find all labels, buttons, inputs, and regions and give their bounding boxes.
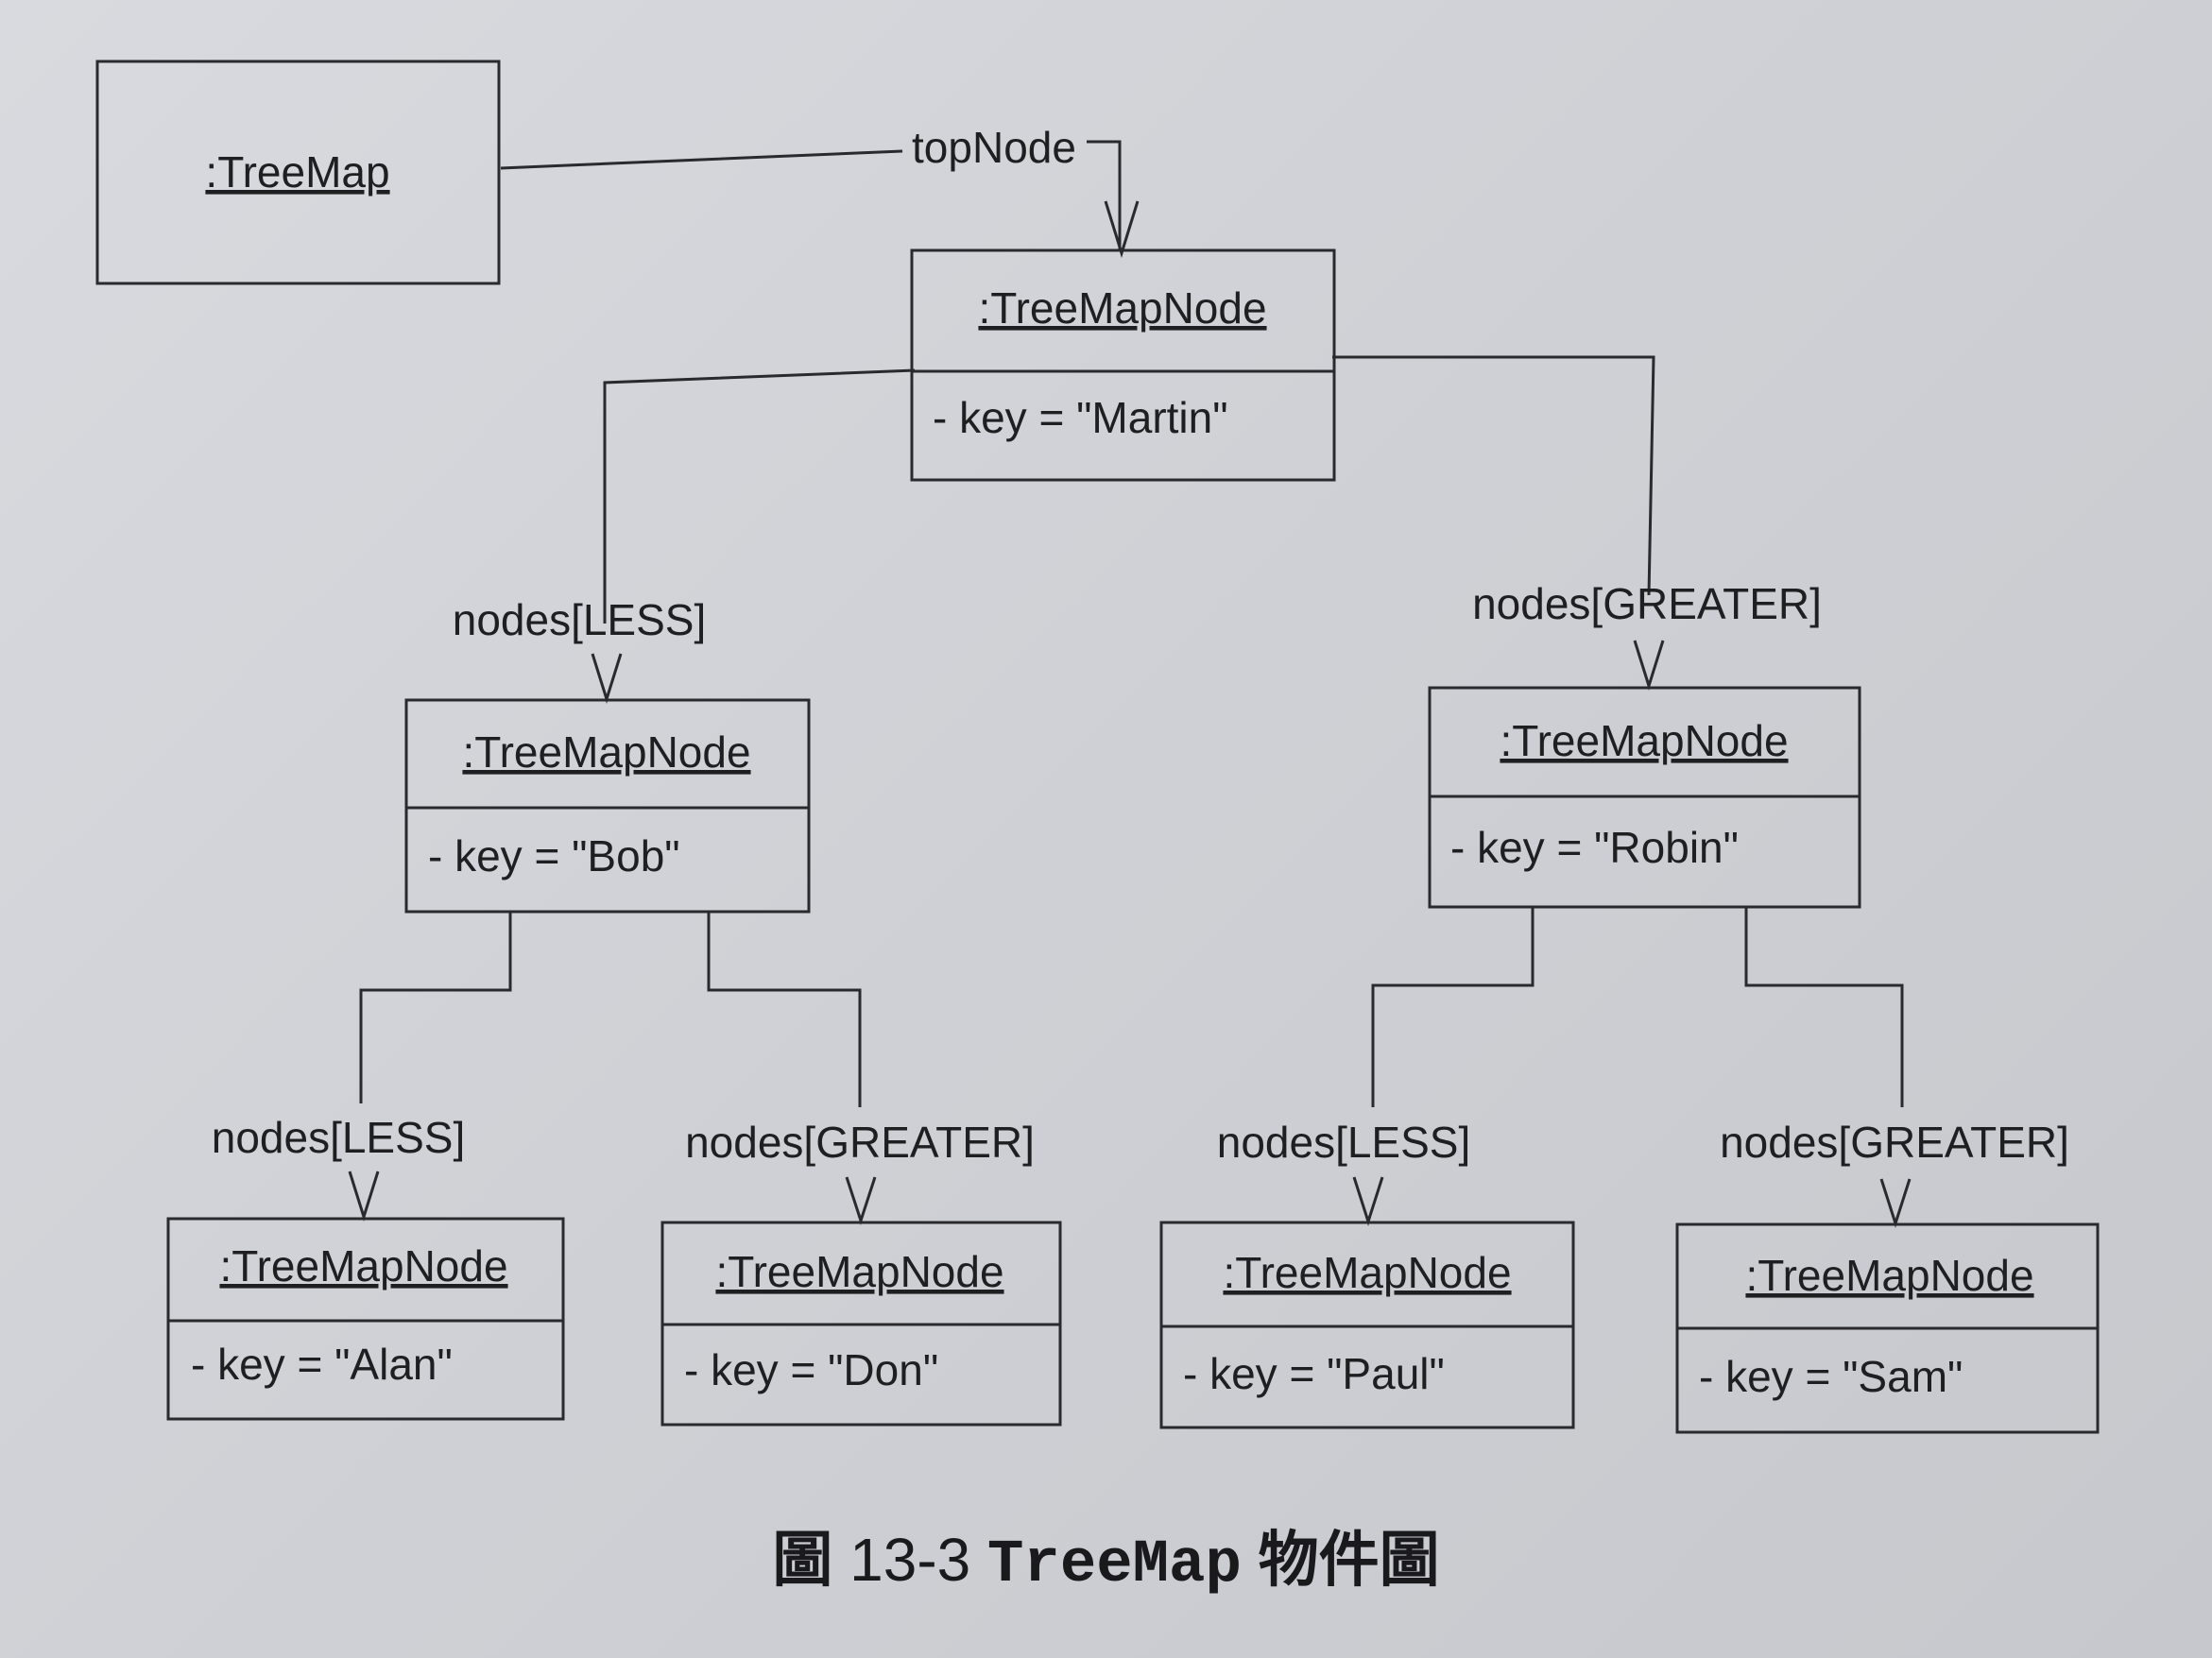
caption-prefix: 圖	[772, 1526, 833, 1596]
arrowhead-alan	[348, 1171, 380, 1222]
treemapnode-don: :TreeMapNode - key = "Don"	[660, 1221, 1062, 1427]
connector-root-to-martin	[500, 140, 1122, 250]
node-robin-key: - key = "Robin"	[1450, 823, 1739, 872]
treemap-object-title: :TreeMap	[205, 147, 389, 197]
node-bob-title: :TreeMapNode	[462, 727, 750, 777]
node-bob-key: - key = "Bob"	[428, 831, 680, 880]
treemapnode-sam: :TreeMapNode - key = "Sam"	[1675, 1222, 2100, 1434]
connector-bob-to-don	[707, 912, 862, 1107]
connector-robin-to-sam	[1744, 907, 1904, 1107]
arrowhead-bob	[591, 653, 623, 705]
treemapnode-bob: :TreeMapNode - key = "Bob"	[404, 698, 811, 914]
connector-bob-to-alan	[359, 912, 512, 1103]
arrowhead-paul	[1352, 1176, 1384, 1226]
don-link-label: nodes[GREATER]	[685, 1118, 1035, 1167]
node-paul-key: - key = "Paul"	[1183, 1349, 1445, 1398]
node-sam-key: - key = "Sam"	[1699, 1352, 1963, 1401]
caption-suffix: 物件圖	[1258, 1526, 1440, 1596]
node-paul-title: :TreeMapNode	[1223, 1248, 1511, 1297]
treemapnode-paul: :TreeMapNode - key = "Paul"	[1159, 1221, 1575, 1429]
connector-martin-to-bob	[603, 368, 916, 624]
node-alan-title: :TreeMapNode	[219, 1241, 507, 1291]
sam-link-label: nodes[GREATER]	[1720, 1118, 2069, 1167]
arrowhead-sam	[1879, 1178, 1912, 1228]
caption-code: TreeMap	[987, 1531, 1242, 1599]
node-alan-key: - key = "Alan"	[191, 1340, 453, 1389]
figure-caption: 圖 13-3 TreeMap 物件圖	[0, 1512, 2212, 1599]
node-martin-title: :TreeMapNode	[978, 283, 1266, 333]
node-sam-title: :TreeMapNode	[1745, 1251, 2033, 1300]
connector-martin-to-robin	[1332, 355, 1655, 596]
caption-number: 13-3	[849, 1526, 971, 1594]
paul-link-label: nodes[LESS]	[1217, 1118, 1471, 1167]
robin-link-label: nodes[GREATER]	[1472, 579, 1822, 628]
top-node-label: topNode	[912, 123, 1076, 172]
node-martin-key: - key = "Martin"	[933, 393, 1228, 442]
node-don-title: :TreeMapNode	[715, 1247, 1003, 1296]
arrowhead-don	[845, 1176, 877, 1225]
treemapnode-martin: :TreeMapNode - key = "Martin"	[910, 248, 1336, 482]
treemapnode-robin: :TreeMapNode - key = "Robin"	[1428, 686, 1861, 909]
treemapnode-alan: :TreeMapNode - key = "Alan"	[166, 1217, 565, 1421]
connector-robin-to-paul	[1371, 907, 1535, 1107]
node-robin-title: :TreeMapNode	[1500, 716, 1788, 765]
bob-link-label: nodes[LESS]	[453, 595, 707, 644]
alan-link-label: nodes[LESS]	[212, 1113, 466, 1162]
node-don-key: - key = "Don"	[684, 1345, 938, 1394]
arrowhead-robin	[1633, 640, 1665, 692]
arrowhead-martin	[1104, 200, 1140, 259]
treemap-object: :TreeMap	[95, 60, 501, 285]
